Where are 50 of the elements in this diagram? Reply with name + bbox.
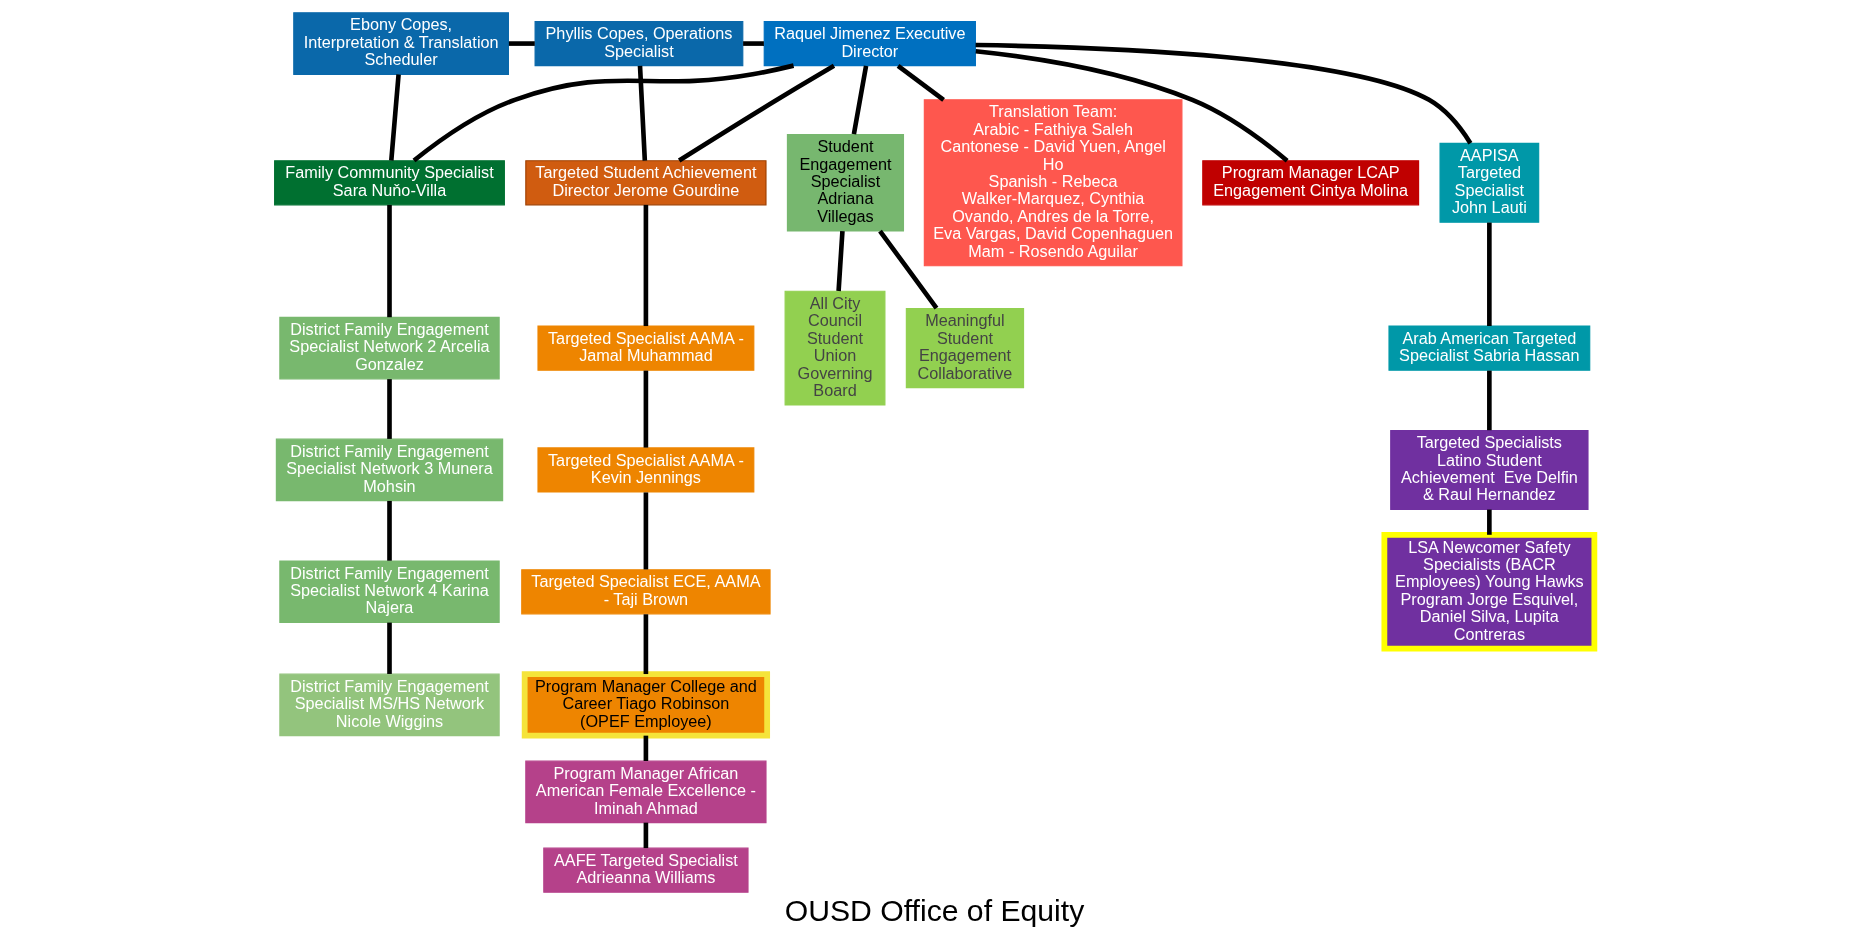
node-box: District Family Engagement Specialist Network 2 Arcelia Gonzalez — [278, 316, 500, 380]
connector — [643, 204, 648, 327]
connector — [896, 63, 945, 102]
connector — [643, 735, 648, 761]
node-box: Arab American Targeted Specialist Sabria Hassan — [1387, 325, 1590, 371]
node-box: LSA Newcomer Safety Specialists (BACR Employees) Young Hawks Program Jorge Esquivel, Daniel Silva, Lupita Contreras — [1380, 532, 1597, 652]
connector — [386, 622, 392, 674]
node-box: Meaningful Student Engagement Collaborative — [905, 308, 1024, 389]
connector — [637, 65, 647, 161]
node-box: AAPISA Targeted Specialist John Lauti — [1438, 142, 1539, 223]
node-box: Targeted Specialists Latino Student Achievement Eve Delfin & Raul Hernandez — [1389, 429, 1589, 510]
connector — [508, 41, 535, 46]
connector — [386, 500, 392, 561]
connector — [386, 379, 392, 439]
node-box: Program Manager LCAP Engagement Cintya Molina — [1201, 160, 1419, 206]
connector — [643, 822, 648, 849]
diagram-title: OUSD Office of Equity — [784, 894, 1084, 928]
connector — [1486, 222, 1492, 327]
node-box: District Family Engagement Specialist MS/HS Network Nicole Wiggins — [278, 673, 500, 737]
node-box: Targeted Specialist AAMA - Jamal Muhammad — [536, 325, 754, 371]
connector — [877, 229, 938, 310]
node-box: District Family Engagement Specialist Network 4 Karina Najera — [278, 560, 500, 624]
node-box: All City Council Student Union Governing Board — [784, 290, 885, 406]
connector — [1486, 509, 1492, 535]
node-box: AAFE Targeted Specialist Adrieanna Williams — [542, 847, 749, 893]
connector — [975, 48, 1289, 163]
connector — [386, 204, 392, 318]
node-box: District Family Engagement Specialist Network 3 Munera Mohsin — [275, 438, 503, 502]
node-box: Program Manager College and Career Tiago Robinson (OPEF Employee) — [521, 671, 770, 739]
node-box: Targeted Student Achievement Director Jerome Gourdine — [524, 160, 767, 206]
node-box: Program Manager African American Female Excellence - Iminah Ahmad — [524, 760, 767, 824]
connector — [742, 41, 764, 46]
node-box: Family Community Specialist Sara Nuňo-Villa — [273, 160, 505, 206]
connector — [643, 492, 648, 570]
connector — [412, 63, 794, 163]
connector — [643, 614, 648, 675]
node-box: Translation Team: Arabic - Fathiya Saleh Cantonese - David Yuen, Angel Ho Spanish - Rebeca Walker-Marquez, Cynthia Ovando, Andres de la Torre, Eva Vargas, David Copenhaguen Mam - Rosendo Aguilar — [923, 99, 1182, 267]
node-box: Student Engagement Specialist Adriana Villegas — [786, 134, 904, 232]
connector — [835, 230, 845, 292]
connector — [851, 65, 868, 135]
node-box: Raquel Jimenez Executive Director — [763, 20, 976, 67]
node-box: Phyllis Copes, Operations Specialist — [534, 20, 743, 67]
connector — [1486, 370, 1492, 431]
node-box: Targeted Specialist AAMA - Kevin Jennings — [536, 447, 754, 493]
connector — [677, 63, 835, 163]
node-box: Targeted Specialist ECE, AAMA - Taji Brown — [520, 569, 771, 615]
node-box: Ebony Copes, Interpretation & Translation Scheduler — [292, 12, 509, 75]
connector — [975, 42, 1472, 145]
connector — [643, 370, 648, 448]
connector — [388, 74, 401, 161]
